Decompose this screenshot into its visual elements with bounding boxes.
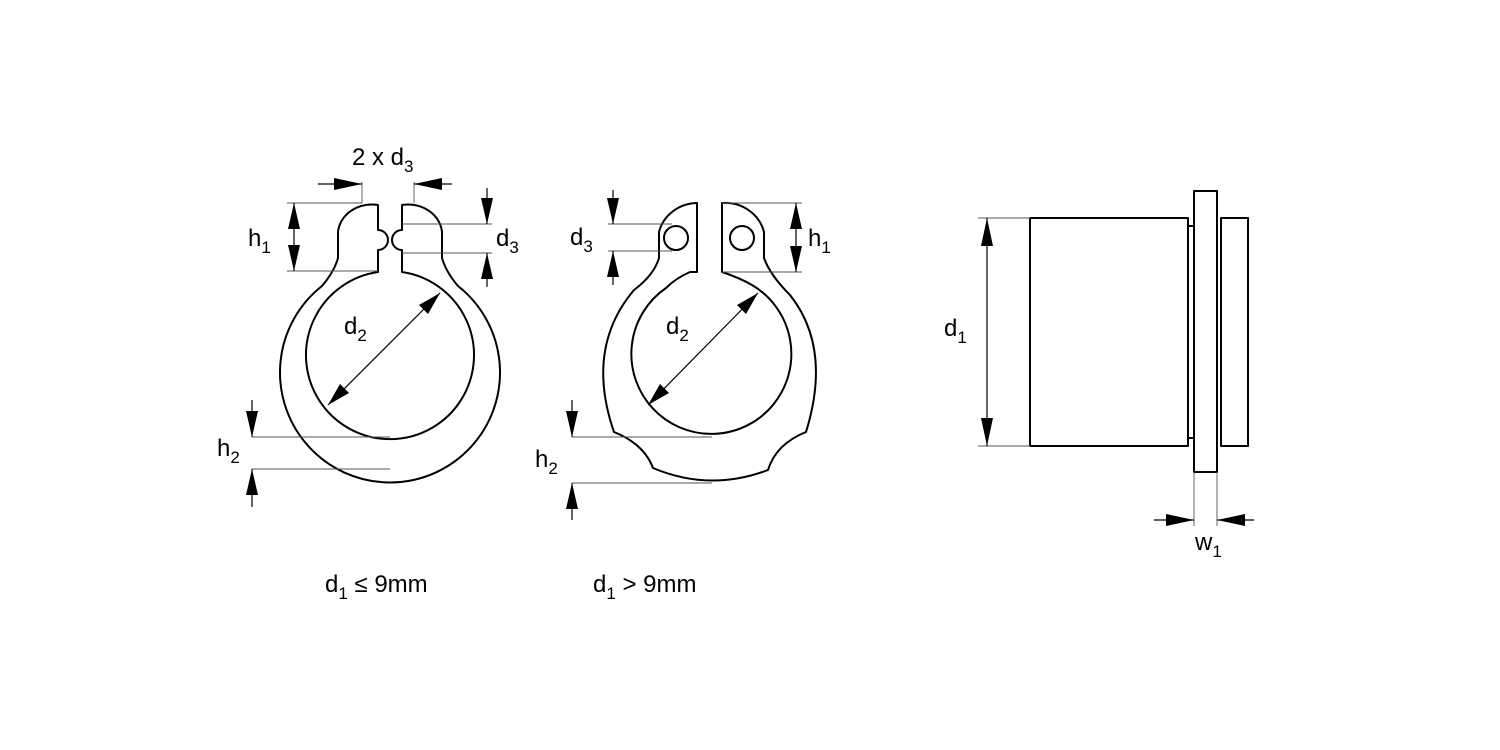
small-clip-d2-label: d2	[344, 313, 367, 345]
large-clip-caption: d1 > 9mm	[593, 571, 697, 603]
large-clip-left-hole	[663, 225, 689, 251]
large-clip-h1-label: h1	[808, 225, 831, 257]
small-clip-width-label: 2 x d3	[352, 144, 414, 176]
large-clip-d3-label: d3	[570, 224, 593, 256]
side-view-drawing	[978, 190, 1254, 526]
small-clip-drawing	[246, 178, 501, 507]
large-clip-d2-label: d2	[666, 313, 689, 345]
large-clip-drawing	[566, 190, 817, 520]
retaining-ring	[1193, 190, 1218, 473]
side-view-d1-label: d1	[944, 315, 967, 347]
small-clip-caption: d1 ≤ 9mm	[325, 571, 428, 603]
small-clip-h1-label: h1	[248, 225, 271, 257]
shaft-end	[1220, 217, 1249, 447]
shaft-body	[1029, 217, 1189, 447]
small-clip-h2-label: h2	[217, 435, 240, 467]
side-view-w1-label: w1	[1194, 529, 1222, 561]
large-clip-h2-label: h2	[535, 446, 558, 478]
small-clip-d3-label: d3	[496, 225, 519, 257]
large-clip-right-hole	[729, 225, 755, 251]
